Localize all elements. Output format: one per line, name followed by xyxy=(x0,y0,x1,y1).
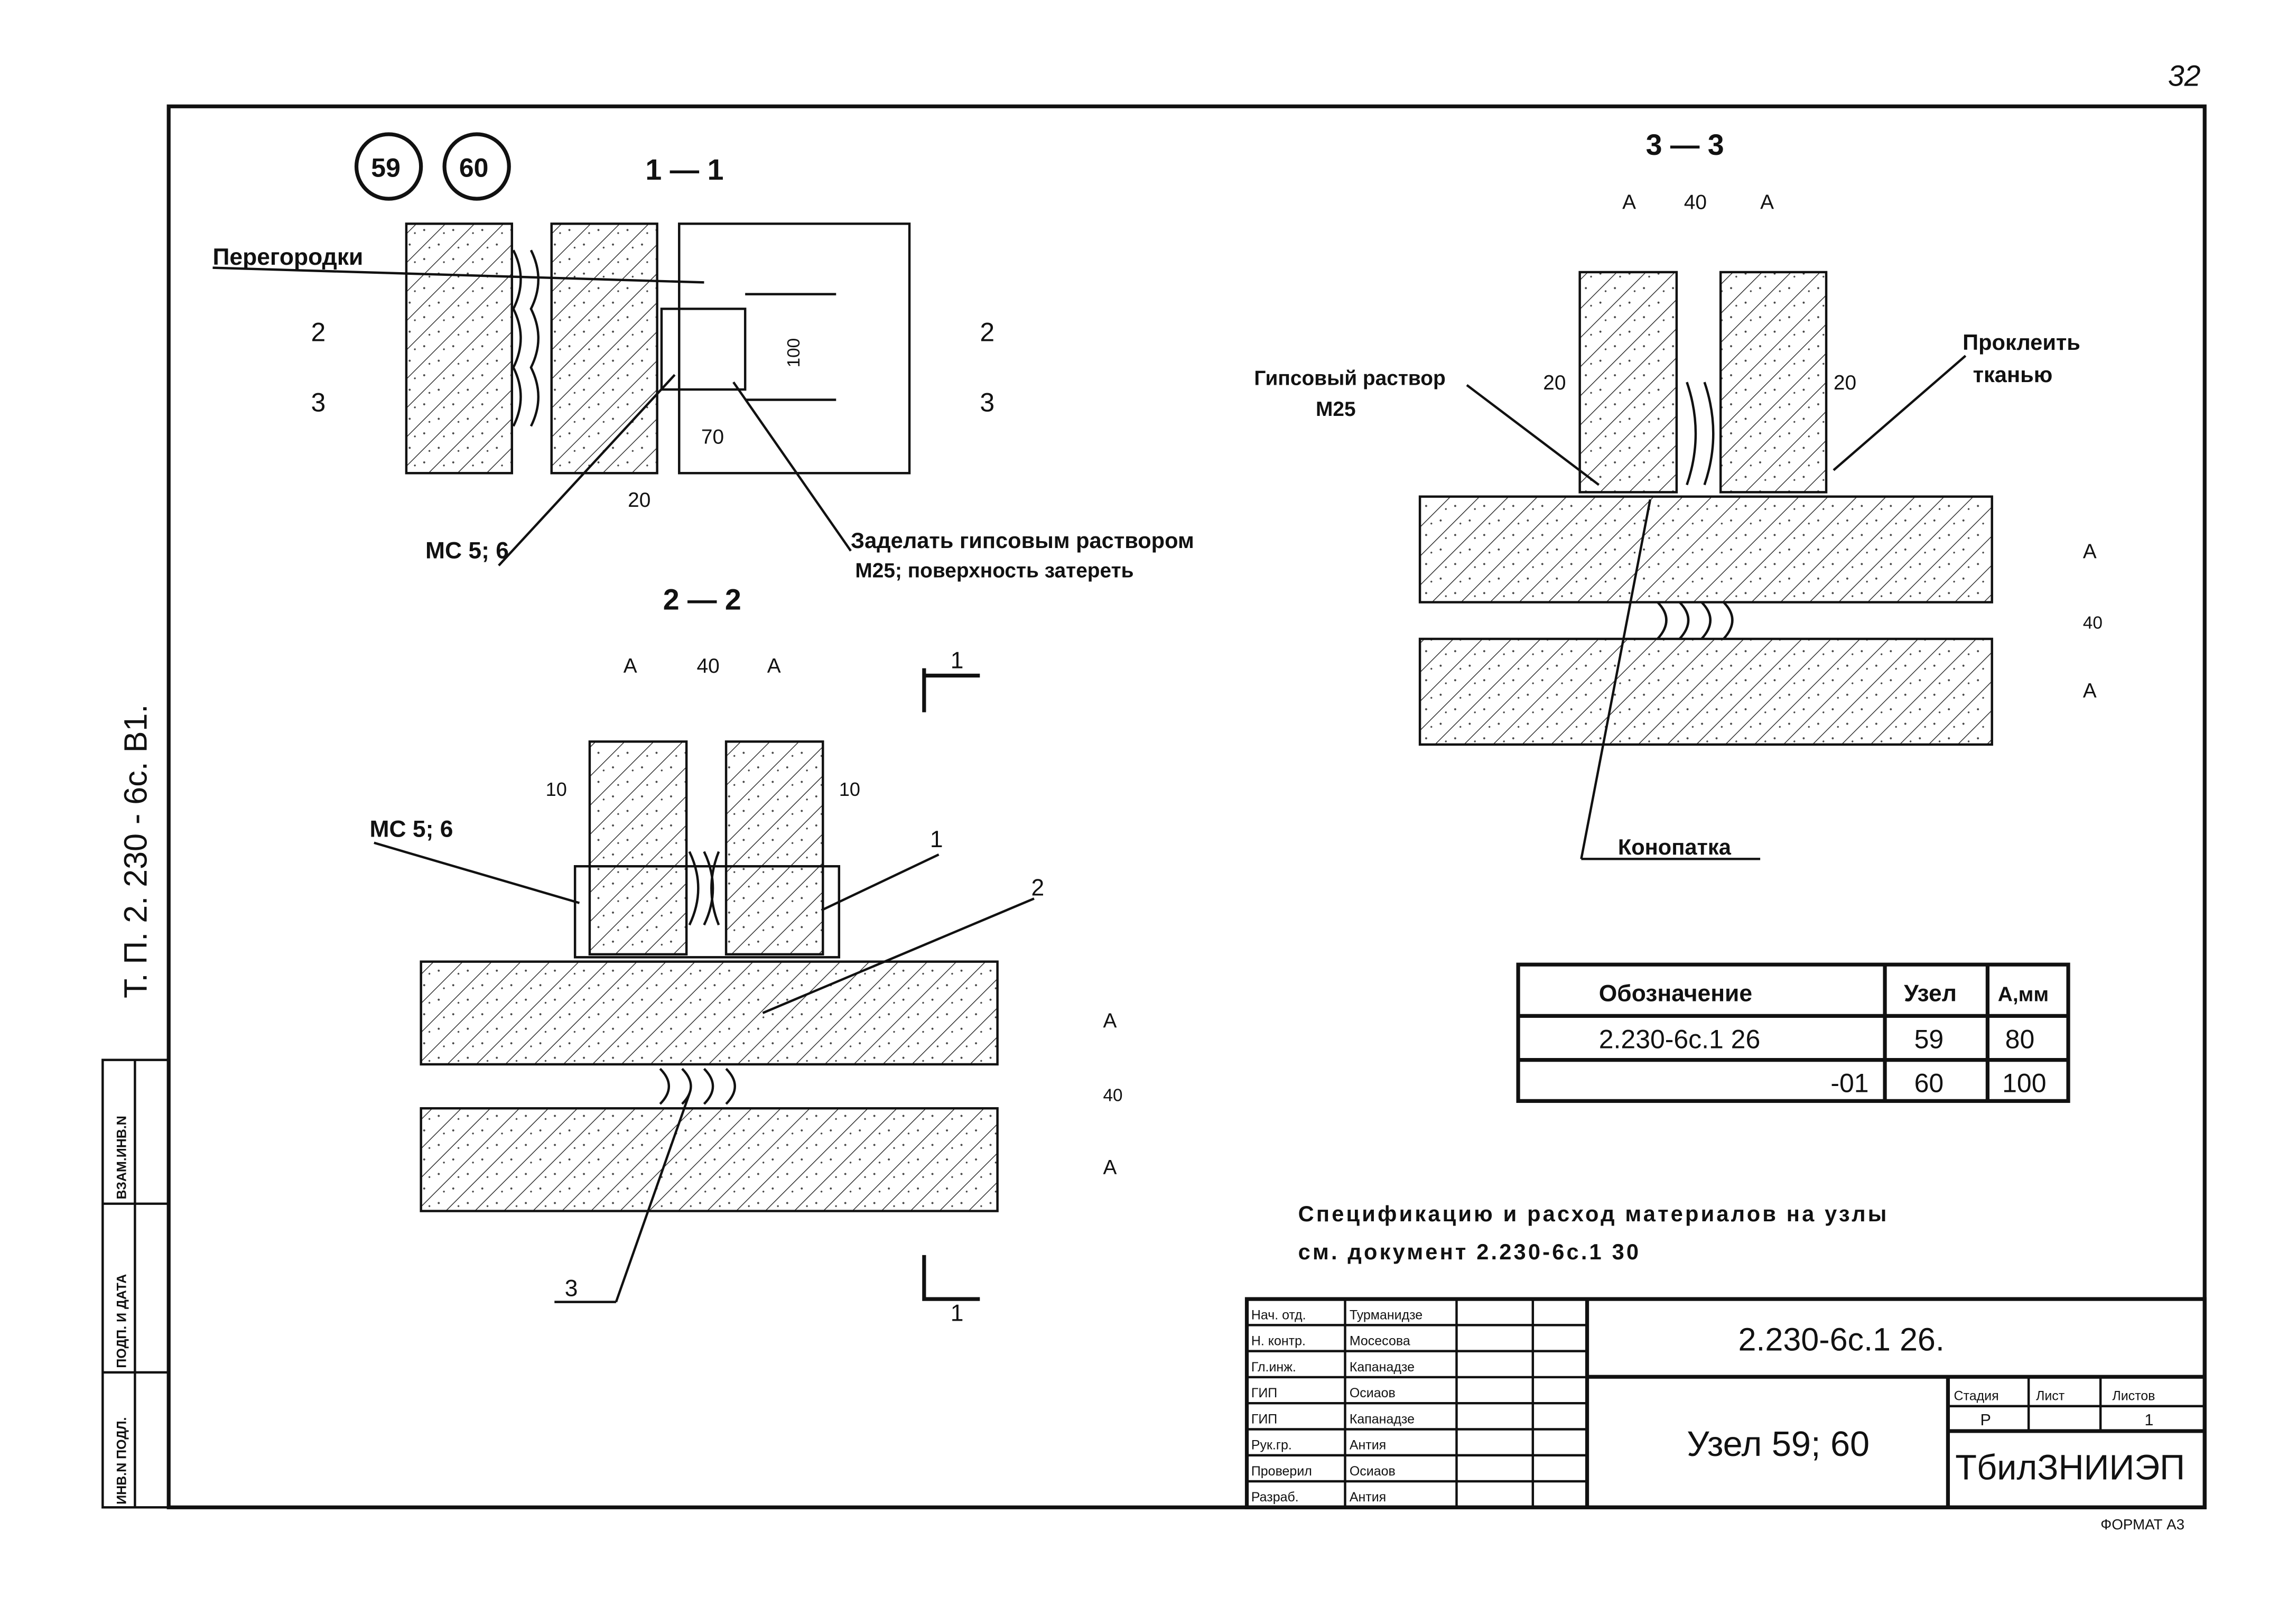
dim-a-v2: А xyxy=(1103,1156,1117,1179)
signature-name: Капанадзе xyxy=(1350,1412,1415,1426)
dim-a-right: А xyxy=(1760,191,1774,214)
stage-value: Р xyxy=(1980,1411,1991,1429)
signature-role: Проверил xyxy=(1251,1464,1312,1479)
signature-role: Н. контр. xyxy=(1251,1334,1306,1349)
dim-a-v1: А xyxy=(2083,540,2097,563)
node-mark-59 xyxy=(354,132,423,201)
node-59: 59 xyxy=(371,153,401,183)
signature-name: Антия xyxy=(1350,1438,1386,1453)
dim-40-v: 40 xyxy=(1103,1085,1122,1105)
label-mc: МС 5; 6 xyxy=(425,537,509,563)
label-gypsum: Гипсовый раствор xyxy=(1254,367,1445,390)
dim-a-right: А xyxy=(767,655,781,678)
signature-name: Антия xyxy=(1350,1490,1386,1505)
dim-40: 40 xyxy=(1684,191,1707,214)
page-number: 32 xyxy=(2168,59,2201,92)
dim-a-left: А xyxy=(624,655,637,678)
section-3-3: 3 — 3 А 40 А 20 20 Гипсовый раствор М25 … xyxy=(1254,128,2103,860)
frame xyxy=(166,104,2207,1509)
header-designation: Обозначение xyxy=(1599,981,1752,1007)
stamp-vzam: ВЗАМ.ИНВ.N xyxy=(115,1116,129,1199)
dim-20-right: 20 xyxy=(1834,372,1856,394)
signature-role: Гл.инж. xyxy=(1251,1360,1296,1375)
dim-70: 70 xyxy=(701,426,724,449)
section-1-1: 1 — 1 Перегородки 100 70 20 2 3 2 3 МС 5… xyxy=(212,153,1194,582)
dim-10-left: 10 xyxy=(546,778,567,800)
dim-10-right: 10 xyxy=(839,778,860,800)
label-glue-fabric: тканью xyxy=(1973,362,2053,387)
header-node: Узел xyxy=(1904,981,1957,1007)
stamp-sign: ПОДП. И ДАТА xyxy=(115,1274,129,1368)
node-60: 60 xyxy=(459,153,489,183)
note-fill-1: Заделать гипсовым раствором xyxy=(851,528,1194,553)
stamp-inv: ИНВ.N ПОДЛ. xyxy=(115,1417,129,1505)
label-caulk: Конопатка xyxy=(1618,834,1732,859)
sheet-label: Лист xyxy=(2036,1389,2065,1404)
mark-3-right: 3 xyxy=(980,388,994,417)
mark-3: 3 xyxy=(311,388,326,417)
signature-name: Капанадзе xyxy=(1350,1360,1415,1375)
dim-20-left: 20 xyxy=(1543,372,1566,394)
doc-code: 2.230-6с.1 26. xyxy=(1738,1321,1944,1357)
node-mark-60 xyxy=(442,132,511,201)
header-a: А,мм xyxy=(1998,983,2049,1006)
section-title: 1 — 1 xyxy=(645,153,723,186)
title-block: Нач. отд. Турманидзе Н. контр. МосесоваГл.и… xyxy=(1244,1297,2207,1533)
cell: 100 xyxy=(2002,1069,2046,1098)
cell: 60 xyxy=(1914,1069,1944,1098)
sheets-value: 1 xyxy=(2144,1411,2153,1429)
designation-table: Обозначение Узел А,мм 2.230-6с.1 26 59 8… xyxy=(1516,962,2070,1103)
signature-name: Турманидзе xyxy=(1350,1307,1422,1322)
label-partitions: Перегородки xyxy=(213,244,364,270)
cell: -01 xyxy=(1830,1069,1868,1098)
note-line-1: Спецификацию и расход материалов на узлы xyxy=(1298,1201,1889,1226)
mark-2-right: 2 xyxy=(980,317,994,347)
label-mc: МС 5; 6 xyxy=(370,816,453,842)
dim-40-v: 40 xyxy=(2083,614,2103,633)
signature-role: Разраб. xyxy=(1251,1490,1299,1505)
cell: 59 xyxy=(1914,1024,1944,1054)
pos-2: 2 xyxy=(1031,875,1044,901)
signature-role: Нач. отд. xyxy=(1251,1307,1306,1322)
cell: 80 xyxy=(2005,1024,2035,1054)
note-line-2: см. документ 2.230-6с.1 30 xyxy=(1298,1239,1641,1264)
section-2-2: 2 — 2 А 40 А 10 10 МС 5; 6 1 2 3 1 1 А А… xyxy=(370,583,1123,1326)
sheets-label: Листов xyxy=(2112,1389,2155,1404)
pos-1: 1 xyxy=(930,827,943,852)
note-fill-2: М25; поверхность затереть xyxy=(855,559,1133,582)
dim-a-v1: А xyxy=(1103,1010,1117,1033)
signature-name: Мосесова xyxy=(1350,1334,1410,1349)
dim-20: 20 xyxy=(628,489,650,512)
label-glue: Проклеить xyxy=(1963,330,2080,355)
cut-mark-bottom: 1 xyxy=(951,1301,964,1326)
dim-100: 100 xyxy=(784,338,804,368)
stage-label: Стадия xyxy=(1954,1389,1999,1404)
dim-40: 40 xyxy=(697,655,720,678)
signature-role: Рук.гр. xyxy=(1251,1438,1292,1453)
dim-a-v2: А xyxy=(2083,680,2097,702)
organization: ТбилЗНИИЭП xyxy=(1955,1449,2185,1488)
label-gypsum-grade: М25 xyxy=(1316,398,1356,421)
section-title: 2 — 2 xyxy=(663,583,741,616)
format-label: ФОРМАТ А3 xyxy=(2100,1516,2184,1533)
side-label: Т. П. 2. 230 - 6с. В1. xyxy=(118,704,154,998)
signature-role: ГИП xyxy=(1251,1412,1277,1426)
sheet-title: Узел 59; 60 xyxy=(1687,1425,1870,1464)
signature-role: ГИП xyxy=(1251,1386,1277,1400)
dim-a-left: А xyxy=(1622,191,1636,214)
signature-name: Осиаов xyxy=(1350,1464,1396,1479)
mark-2: 2 xyxy=(311,317,326,347)
section-title: 3 — 3 xyxy=(1646,128,1724,161)
signature-name: Осиаов xyxy=(1350,1386,1396,1400)
pos-3: 3 xyxy=(565,1276,578,1302)
cell: 2.230-6с.1 26 xyxy=(1599,1024,1761,1054)
cut-mark-top: 1 xyxy=(951,647,964,673)
